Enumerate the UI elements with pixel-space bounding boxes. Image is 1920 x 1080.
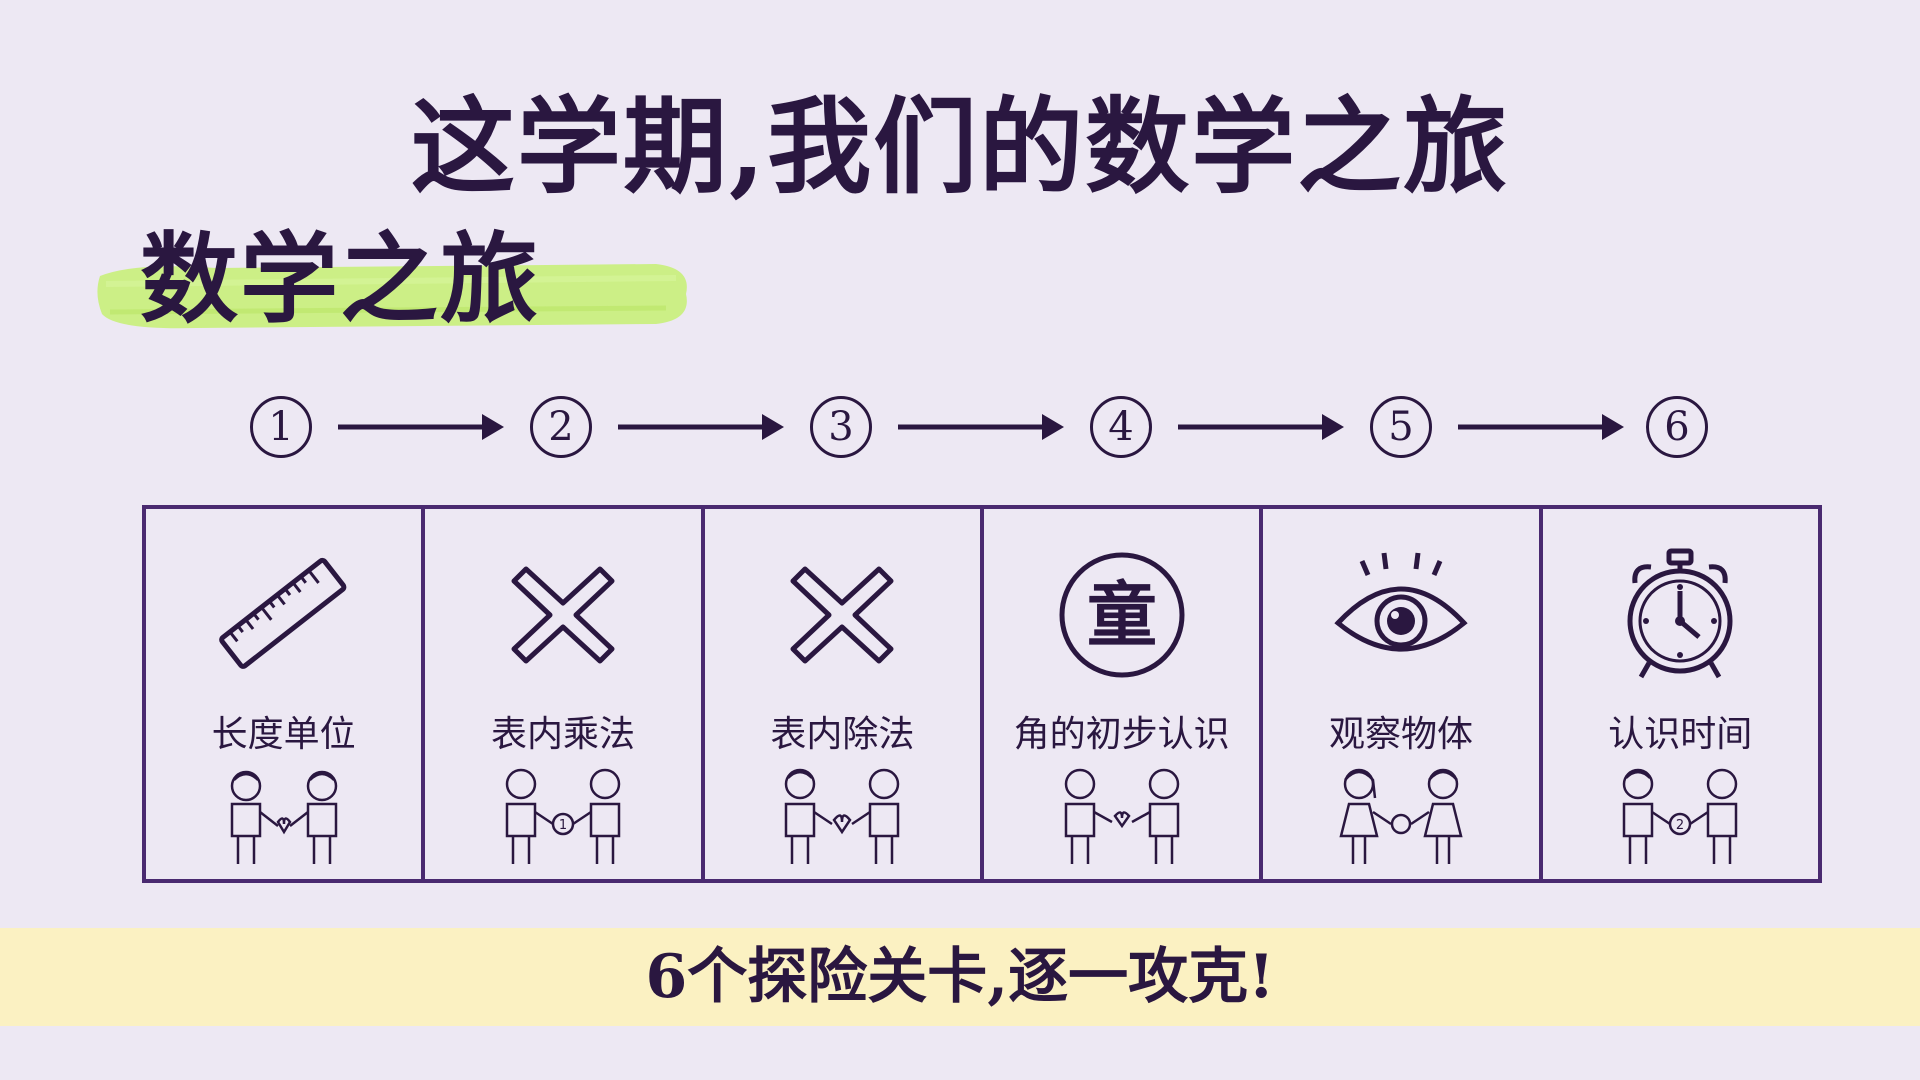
step-cards: 长度单位 表内乘法 1 bbox=[142, 505, 1822, 883]
children-figures-icon bbox=[1339, 768, 1463, 864]
step-card-6: 认识时间 2 bbox=[1543, 509, 1818, 879]
step-sequence: 1 2 3 4 5 6 bbox=[0, 396, 1920, 466]
children-figures-icon: 2 bbox=[1623, 768, 1738, 864]
seal-character: 童 bbox=[1087, 574, 1157, 656]
step-number-5: 5 bbox=[1370, 396, 1432, 458]
page-title: 这学期,我们的数学之旅 bbox=[410, 85, 1510, 208]
children-figures-icon bbox=[1064, 768, 1179, 864]
step-label: 长度单位 bbox=[211, 714, 356, 755]
step-label: 观察物体 bbox=[1328, 714, 1473, 755]
step-number-4: 4 bbox=[1090, 396, 1152, 458]
badge-number: 2 bbox=[1676, 818, 1684, 833]
banner-text: 6个探险关卡,逐一攻克! bbox=[645, 942, 1275, 1012]
children-figures-icon bbox=[230, 770, 337, 864]
arrow-right-icon bbox=[618, 414, 784, 440]
step-label: 表内乘法 bbox=[490, 714, 635, 755]
step-number-6: 6 bbox=[1646, 396, 1708, 458]
ruler-icon bbox=[218, 557, 347, 669]
step-card-1: 长度单位 bbox=[146, 509, 426, 879]
tong-seal-icon: 童 bbox=[1059, 552, 1185, 678]
arrow-right-icon bbox=[1458, 414, 1624, 440]
step-card-2: 表内乘法 1 bbox=[425, 509, 705, 879]
arrow-right-icon bbox=[898, 414, 1064, 440]
eye-icon bbox=[1334, 552, 1468, 652]
step-card-4: 童 角的初步认识 bbox=[984, 509, 1264, 879]
children-figures-icon: 1 bbox=[505, 768, 621, 864]
step-label: 角的初步认识 bbox=[1013, 714, 1230, 755]
step-card-3: 表内除法 bbox=[705, 509, 984, 879]
highlighter-stroke bbox=[97, 264, 687, 329]
children-figures-icon bbox=[785, 768, 900, 864]
arrow-right-icon bbox=[1178, 414, 1344, 440]
step-number-1: 1 bbox=[250, 396, 312, 458]
subtitle-block: 数学之旅 bbox=[96, 196, 696, 346]
step-number-3: 3 bbox=[810, 396, 872, 458]
multiply-icon bbox=[511, 566, 615, 664]
step-label: 表内除法 bbox=[770, 714, 915, 755]
alarm-clock-icon bbox=[1627, 548, 1733, 679]
step-number-2: 2 bbox=[530, 396, 592, 458]
step-card-5: 观察物体 bbox=[1263, 509, 1543, 879]
bottom-banner: 6个探险关卡,逐一攻克! bbox=[0, 928, 1920, 1026]
section-title: 数学之旅 bbox=[140, 222, 541, 337]
badge-number: 1 bbox=[559, 818, 567, 833]
step-label: 认识时间 bbox=[1608, 714, 1753, 755]
arrow-right-icon bbox=[338, 414, 504, 440]
multiply-icon bbox=[790, 566, 894, 664]
